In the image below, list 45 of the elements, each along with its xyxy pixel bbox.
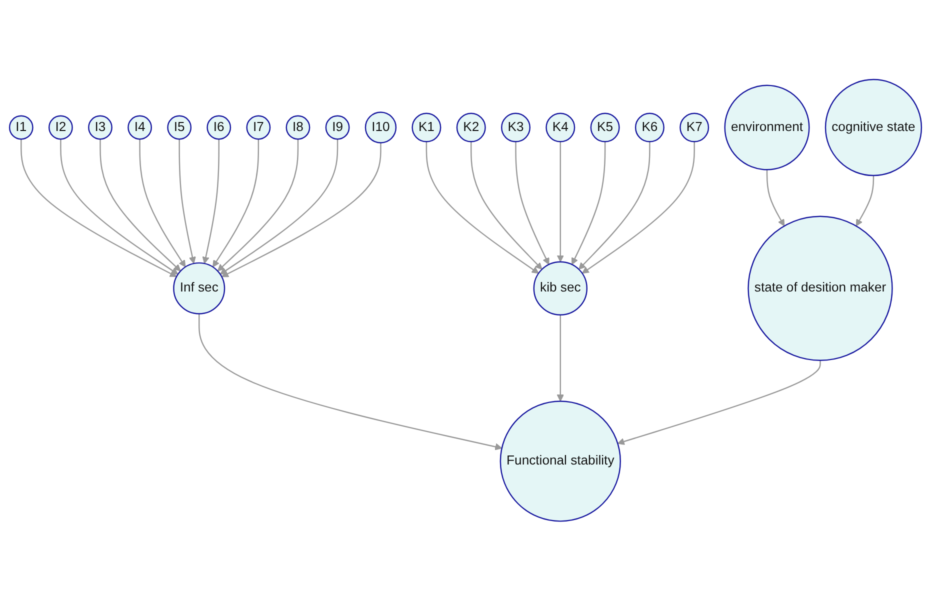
- node-circle: I4: [128, 115, 152, 140]
- node-circle: I6: [206, 115, 232, 140]
- node-circle: K6: [634, 112, 664, 142]
- node-circle: environment: [724, 84, 810, 170]
- arrow: [139, 139, 186, 268]
- node-circle: I3: [88, 115, 112, 140]
- arrow: [198, 314, 502, 450]
- node-circle: I5: [167, 115, 192, 140]
- arrow: [856, 176, 874, 226]
- node-circle: K4: [546, 112, 576, 142]
- node-circle: state of desition maker: [748, 216, 893, 362]
- arrow: [220, 139, 338, 275]
- arrow: [178, 139, 196, 264]
- arrow: [556, 142, 564, 262]
- node-circle: kib sec: [533, 261, 588, 316]
- node-circle: Functional stability: [500, 400, 621, 522]
- node-circle: K1: [412, 112, 442, 142]
- node-circle: cognitive state: [824, 79, 922, 176]
- arrow: [515, 142, 550, 265]
- node-circle: I7: [246, 115, 271, 140]
- node-circle: I10: [364, 112, 397, 144]
- arrow: [617, 360, 821, 446]
- arrow: [202, 139, 220, 264]
- arrow: [217, 139, 299, 272]
- arrow: [572, 142, 606, 265]
- arrow: [100, 139, 181, 272]
- node-circle: K5: [590, 112, 620, 142]
- arrow: [426, 142, 539, 274]
- node-circle: K7: [680, 112, 710, 142]
- node-circle: I9: [325, 115, 350, 140]
- arrow: [470, 142, 542, 270]
- arrow: [20, 139, 177, 278]
- node-circle: K3: [501, 112, 530, 142]
- arrow: [221, 142, 382, 278]
- arrow: [582, 142, 695, 274]
- arrow: [556, 315, 564, 402]
- node-circle: I1: [8, 115, 34, 140]
- node-circle: I2: [48, 115, 73, 140]
- arrow: [60, 139, 178, 275]
- arrow: [212, 139, 260, 268]
- node-circle: K2: [456, 112, 486, 142]
- arrow: [766, 170, 785, 226]
- node-circle: I8: [286, 115, 310, 140]
- node-circle: Inf sec: [173, 262, 226, 315]
- arrow: [578, 142, 650, 270]
